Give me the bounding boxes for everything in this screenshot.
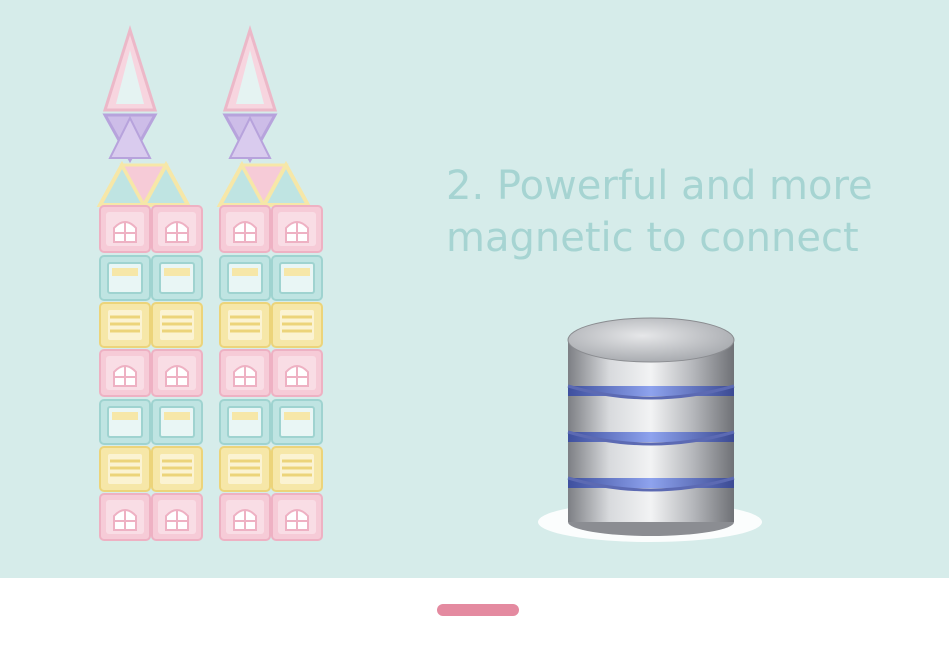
headline-line-2: magnetic to connect (446, 215, 859, 261)
headline-line-1: 2. Powerful and more (446, 163, 873, 209)
magnet-stack-image (538, 317, 762, 542)
tile-tower-right (220, 30, 322, 540)
tile-tower-left (100, 30, 202, 540)
headline: 2. Powerful and more magnetic to connect (446, 160, 926, 264)
page-indicator[interactable] (437, 604, 519, 616)
hero-panel: 2. Powerful and more magnetic to connect (0, 0, 949, 578)
magnetic-tile-towers-image (0, 0, 360, 560)
